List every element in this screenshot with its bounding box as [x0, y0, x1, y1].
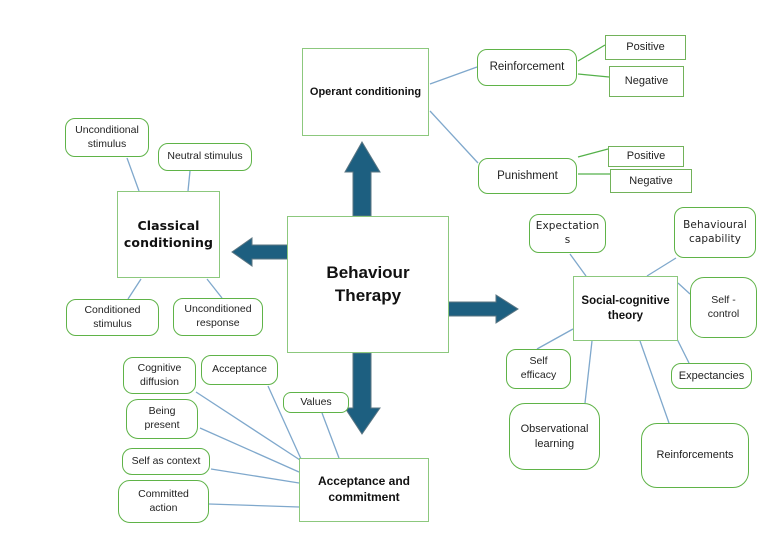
connector-reinforcement-to-positive-reinforcement	[577, 44, 606, 62]
node-label: Reinforcements	[656, 449, 734, 462]
connector-social-cognitive-theory-to-observational-learning	[584, 340, 593, 404]
connector-acceptance-to-acceptance-commitment	[267, 385, 302, 460]
connector-social-cognitive-theory-to-expectations	[569, 253, 587, 277]
node-conditioned-stimulus[interactable]: Conditioned stimulus	[66, 299, 159, 336]
connector-social-cognitive-theory-to-behavioural-capability	[646, 257, 677, 277]
node-negative-reinforcement[interactable]: Negative	[609, 66, 684, 97]
arrow-up[interactable]	[344, 141, 381, 217]
node-positive-punishment[interactable]: Positive	[608, 146, 684, 167]
node-self-as-context[interactable]: Self as context	[122, 448, 210, 475]
connector-classical-conditioning-to-conditioned-stimulus	[127, 278, 142, 300]
node-label: Unconditional stimulus	[75, 123, 139, 150]
node-label: Cognitive diffusion	[137, 361, 182, 388]
connector-social-cognitive-theory-to-expectancies	[676, 338, 690, 364]
node-acceptance[interactable]: Acceptance	[201, 355, 278, 385]
node-label: Self as context	[131, 454, 201, 467]
node-label: Classical conditioning	[123, 218, 214, 250]
arrow-right[interactable]	[447, 294, 519, 324]
connector-neutral-stimulus-to-classical-conditioning	[187, 170, 191, 192]
connector-social-cognitive-theory-to-self-efficacy	[536, 328, 574, 350]
node-label: Expectancies	[678, 369, 745, 382]
node-unconditioned-response[interactable]: Unconditioned response	[173, 298, 263, 336]
node-label: Behaviour Therapy	[326, 263, 410, 305]
node-label: Punishment	[497, 169, 558, 182]
node-label: Acceptance	[212, 363, 267, 376]
connector-unconditional-stimulus-to-classical-conditioning	[126, 157, 140, 192]
node-label: Reinforcement	[489, 61, 565, 74]
connector-committed-action-to-acceptance-commitment	[208, 503, 300, 508]
node-reinforcements[interactable]: Reinforcements	[641, 423, 749, 488]
node-acceptance-commitment[interactable]: Acceptance and commitment	[299, 458, 429, 522]
arrow-down[interactable]	[344, 352, 381, 435]
connector-operant-conditioning-to-reinforcement	[429, 66, 478, 85]
node-operant-conditioning[interactable]: Operant conditioning	[302, 48, 429, 136]
node-expectancies[interactable]: Expectancies	[671, 363, 752, 389]
node-label: Conditioned stimulus	[84, 303, 141, 330]
connector-classical-conditioning-to-unconditioned-response	[206, 278, 223, 299]
node-behavioural-capability[interactable]: Behavioural capability	[674, 207, 756, 258]
node-label: Negative	[629, 174, 673, 187]
node-label: Acceptance and commitment	[317, 474, 411, 504]
node-label: Being present	[144, 405, 180, 431]
node-label: Self efficacy	[520, 355, 557, 381]
node-cognitive-diffusion[interactable]: Cognitive diffusion	[123, 357, 196, 394]
node-negative-punishment[interactable]: Negative	[610, 169, 692, 193]
node-reinforcement[interactable]: Reinforcement	[477, 49, 577, 86]
node-self-control[interactable]: Self - control	[690, 277, 757, 338]
connector-social-cognitive-theory-to-self-control	[677, 282, 691, 295]
node-neutral-stimulus[interactable]: Neutral stimulus	[158, 143, 252, 171]
node-expectations[interactable]: Expectation s	[529, 214, 606, 253]
node-observational-learning[interactable]: Observational learning	[509, 403, 600, 470]
node-punishment[interactable]: Punishment	[478, 158, 577, 194]
node-behaviour-therapy[interactable]: Behaviour Therapy	[287, 216, 449, 353]
connector-operant-conditioning-to-punishment	[429, 110, 479, 164]
node-label: Positive	[626, 150, 666, 163]
connector-social-cognitive-theory-to-reinforcements	[639, 340, 670, 424]
connector-cognitive-diffusion-to-acceptance-commitment	[195, 391, 301, 461]
node-label: Committed action	[138, 487, 189, 514]
node-label: Positive	[626, 41, 665, 54]
node-label: Observational learning	[520, 423, 589, 450]
node-unconditional-stimulus[interactable]: Unconditional stimulus	[65, 118, 149, 157]
node-classical-conditioning[interactable]: Classical conditioning	[117, 191, 220, 278]
node-social-cognitive-theory[interactable]: Social-cognitive theory	[573, 276, 678, 341]
node-label: Expectation s	[535, 219, 600, 246]
connector-reinforcement-to-negative-reinforcement	[577, 73, 610, 78]
node-label: Negative	[624, 75, 669, 88]
node-label: Neutral stimulus	[167, 150, 243, 163]
node-label: Self - control	[707, 293, 740, 320]
connector-being-present-to-acceptance-commitment	[199, 427, 300, 473]
node-label: Operant conditioning	[309, 85, 422, 98]
connector-punishment-to-positive-punishment	[577, 148, 609, 158]
connector-self-as-context-to-acceptance-commitment	[210, 468, 300, 484]
arrow-left[interactable]	[231, 237, 289, 267]
node-label: Unconditioned response	[184, 303, 252, 329]
connector-values-to-acceptance-commitment	[321, 412, 340, 459]
node-label: Social-cognitive theory	[581, 294, 670, 322]
node-label: Behavioural capability	[683, 218, 747, 245]
node-committed-action[interactable]: Committed action	[118, 480, 209, 523]
node-values[interactable]: Values	[283, 392, 349, 413]
node-self-efficacy[interactable]: Self efficacy	[506, 349, 571, 389]
node-label: Values	[300, 395, 332, 408]
node-positive-reinforcement[interactable]: Positive	[605, 35, 686, 60]
node-being-present[interactable]: Being present	[126, 399, 198, 439]
